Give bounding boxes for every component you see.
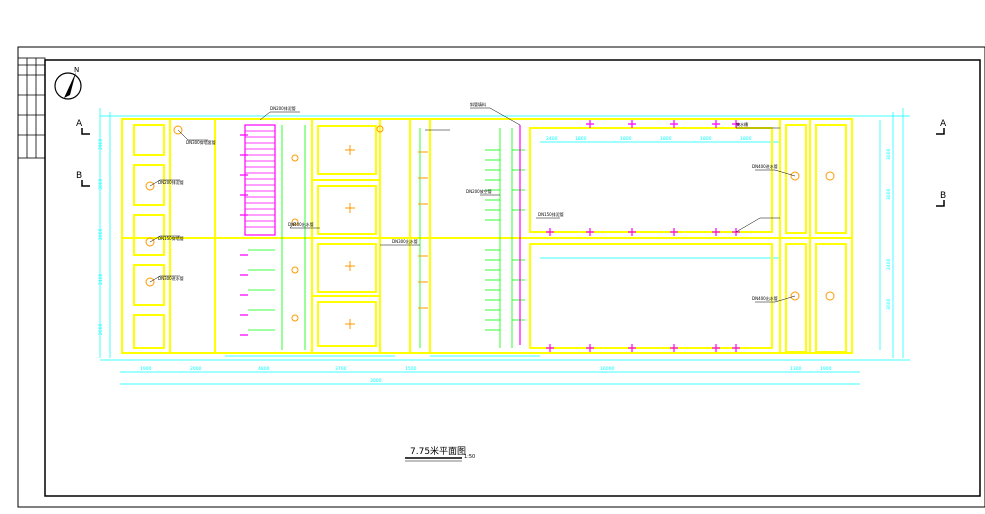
dim-bottom-6: 1500	[405, 366, 417, 372]
north-label: N	[74, 66, 79, 74]
dim-left-3: 2000	[98, 228, 104, 240]
dimension-lines	[99, 108, 910, 385]
dim-left-5: 2000	[98, 323, 104, 335]
dim-bottom-2: 2000	[190, 366, 202, 372]
note-4: DN300进水管	[158, 275, 184, 281]
section-a-left: A	[76, 119, 83, 129]
drawing-title: 7.75米平面图	[410, 445, 466, 457]
note-1: DN300穿墙套管	[186, 139, 216, 145]
note-9: 斜管填料	[470, 101, 486, 107]
outer-frame	[17, 46, 985, 508]
dim-top-6: 1800	[740, 136, 752, 142]
note-3: DN150穿墙管	[158, 235, 184, 241]
north-arrow-icon: N	[54, 66, 82, 100]
dim-bottom-4: 3700	[335, 366, 347, 372]
dim-top-1: 2400	[546, 136, 558, 142]
dim-right-2: 3000	[886, 188, 892, 200]
dim-bottom-1: 1900	[140, 366, 152, 372]
tube-settler-hatch	[244, 124, 276, 236]
note-11: 集水槽	[736, 121, 748, 127]
dim-right-3: 2400	[886, 258, 892, 270]
note-10: DN150排泥管	[538, 211, 564, 217]
dim-left-2: 3000	[98, 178, 104, 190]
dim-left-1: 2900	[98, 138, 104, 150]
note-5: DN200排泥管	[270, 105, 296, 111]
section-markers: A B A B	[76, 119, 947, 207]
dim-top-2: 1800	[575, 136, 587, 142]
tank-walls	[121, 118, 853, 354]
note-8: DN200放空管	[466, 188, 492, 194]
inner-frame	[44, 59, 981, 497]
dim-right-1: 3000	[886, 148, 892, 160]
note-6: DN400出水管	[288, 221, 314, 227]
leader-lines	[149, 107, 796, 303]
note-12: DN400进水管	[752, 163, 778, 169]
dim-bottom-5: 3000	[370, 378, 382, 384]
dim-bottom-7: 16000	[600, 366, 614, 372]
dim-top-4: 1800	[660, 136, 672, 142]
dim-bottom-9: 1900	[820, 366, 832, 372]
drawing-title-block: 7.75米平面图 1:50	[405, 445, 475, 462]
collection-troughs	[248, 125, 525, 350]
dim-bottom-3: 4800	[258, 366, 270, 372]
section-a-right: A	[940, 119, 947, 129]
note-13: DN400出水管	[752, 295, 778, 301]
annotation-notes: DN300穿墙套管 DN200排泥管 DN150穿墙管 DN300进水管 DN2…	[158, 101, 778, 301]
section-b-right: B	[940, 191, 946, 201]
dimension-texts: 1900 2000 4800 3700 3000 1500 16000 1300…	[98, 136, 892, 384]
dim-top-3: 1800	[620, 136, 632, 142]
valves	[145, 125, 835, 329]
dim-right-4: 3000	[886, 298, 892, 310]
drawing-scale: 1:50	[464, 454, 475, 460]
pipe-fittings	[240, 120, 740, 352]
note-7: DN300出水管	[392, 238, 418, 244]
section-b-left: B	[76, 171, 82, 181]
dim-top-5: 1800	[700, 136, 712, 142]
dim-left-4: 2400	[98, 273, 104, 285]
signature-grid	[17, 57, 46, 159]
note-2: DN200排泥管	[158, 179, 184, 185]
dim-bottom-8: 1300	[790, 366, 802, 372]
